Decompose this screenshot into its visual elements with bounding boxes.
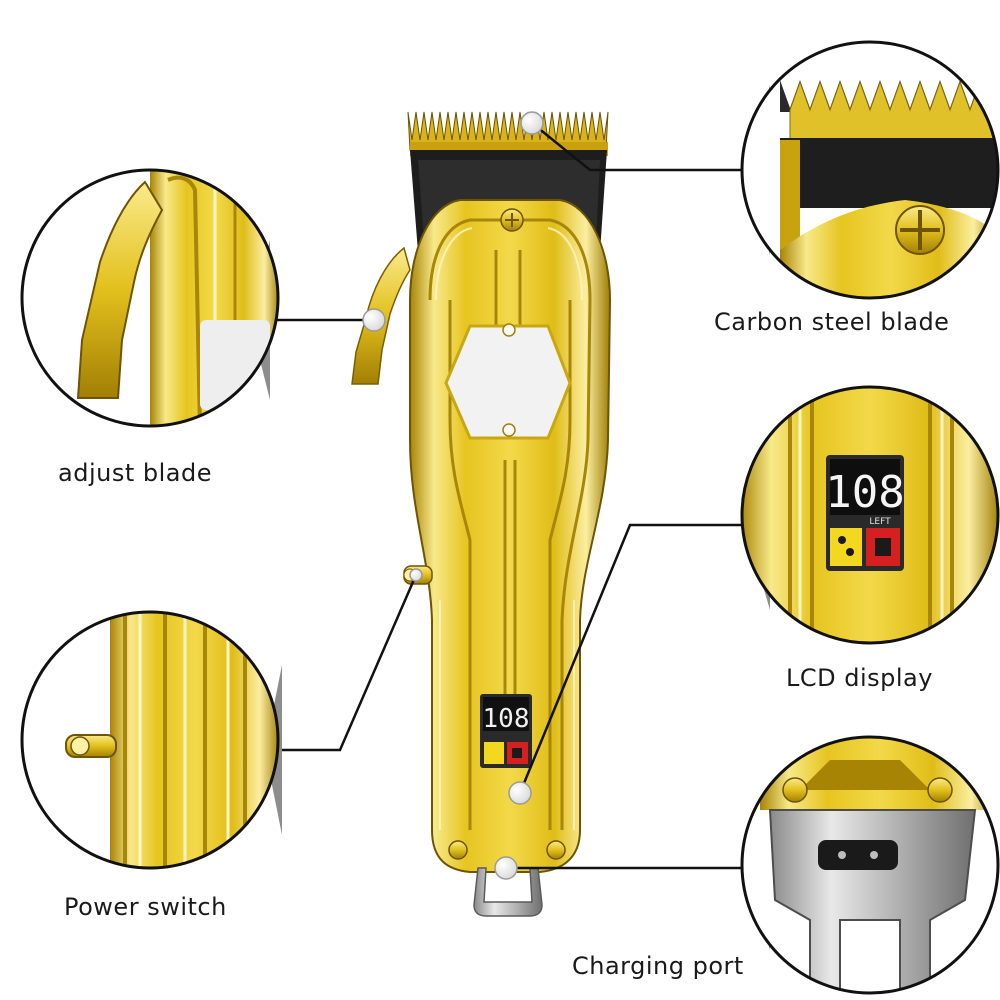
zoom-lcd-caption: LEFT	[869, 517, 891, 527]
callout-markers	[362, 111, 544, 880]
label-power-switch: Power switch	[64, 893, 227, 921]
main-lcd: 108	[480, 694, 532, 768]
body-ribs	[428, 218, 592, 830]
marker-lcd	[508, 781, 532, 805]
zoom-lcd-digits: 108	[825, 467, 904, 518]
zoom-carbon-steel-blade	[740, 40, 1000, 300]
bottom-right-screw	[546, 840, 566, 860]
label-adjust-blade: adjust blade	[58, 459, 212, 487]
zoom-adjust-blade	[20, 168, 280, 428]
clipper-main: 108	[351, 111, 612, 917]
bottom-left-screw	[448, 840, 468, 860]
hexagon-badge	[444, 324, 572, 440]
main-lcd-digits: 108	[483, 704, 530, 734]
leader-lines	[250, 122, 745, 870]
zoom-charging-port	[740, 735, 1000, 995]
label-lcd-display: LCD display	[786, 664, 933, 692]
marker-power	[409, 568, 423, 582]
main-blade-teeth	[407, 111, 609, 156]
label-carbon-steel-blade: Carbon steel blade	[714, 308, 950, 336]
zoom-power-switch	[20, 610, 280, 870]
marker-adjust	[362, 308, 386, 332]
marker-charging	[494, 856, 518, 880]
label-charging-port: Charging port	[572, 952, 744, 980]
marker-blade	[520, 111, 544, 135]
zoom-lcd-display: 108 LEFT	[740, 385, 1000, 645]
